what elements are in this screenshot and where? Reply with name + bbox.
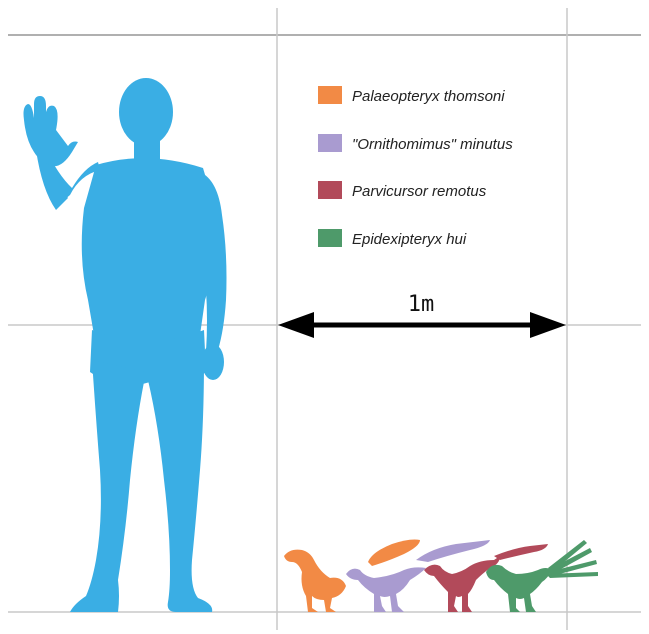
legend-label: "Ornithomimus" minutus (352, 136, 513, 153)
palaeopteryx-wing-element (368, 540, 420, 567)
palaeopteryx-silhouette (284, 550, 346, 612)
legend-item-palaeopteryx: Palaeopteryx thomsoni (318, 86, 505, 105)
legend: Palaeopteryx thomsoni "Ornithomimus" min… (318, 86, 513, 248)
epidexipteryx-silhouette (486, 540, 598, 612)
scale-label: 1m (408, 292, 435, 317)
legend-item-parvicursor: Parvicursor remotus (318, 181, 487, 200)
scale-bar: 1m (278, 292, 566, 338)
legend-swatch (318, 181, 342, 199)
legend-item-epidexipteryx: Epidexipteryx hui (318, 229, 467, 248)
legend-swatch (318, 86, 342, 104)
scale-arrow-head-left (278, 312, 314, 338)
legend-swatch (318, 134, 342, 152)
scale-arrow-head-right (530, 312, 566, 338)
legend-swatch (318, 229, 342, 247)
legend-label: Epidexipteryx hui (352, 231, 467, 248)
legend-label: Palaeopteryx thomsoni (352, 88, 505, 105)
human-silhouette (24, 78, 227, 612)
legend-label: Parvicursor remotus (352, 183, 487, 200)
legend-item-ornithomimus: "Ornithomimus" minutus (318, 134, 513, 153)
